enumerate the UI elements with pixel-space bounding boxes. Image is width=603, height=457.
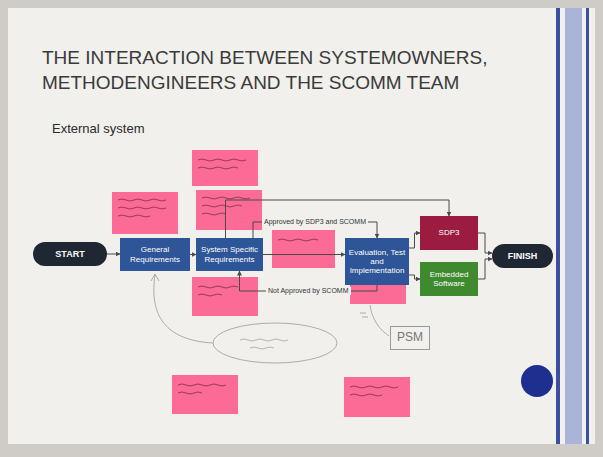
side-stripe (556, 8, 560, 444)
process-box: Embedded Software (420, 262, 478, 296)
hand-drawn-loop (151, 274, 389, 363)
edge-label: Not Approved by SCOMM (266, 287, 351, 295)
slide-title: THE INTERACTION BETWEEN SYSTEMOWNERS, ME… (42, 46, 542, 95)
poster-sheet (8, 8, 595, 444)
flow-connector (478, 233, 492, 253)
sketch-box: PSM (390, 326, 430, 350)
sticky-notes (112, 150, 410, 417)
node-text: SDP3 (439, 228, 460, 237)
node-text: System Specific Requirements (199, 245, 260, 263)
flow-connector (107, 254, 120, 255)
corner-dot (521, 365, 553, 397)
process-box: SDP3 (420, 216, 478, 250)
flow-connector (409, 275, 420, 279)
node-text: Embedded Software (423, 270, 475, 288)
terminal-pill: START (33, 242, 107, 266)
edge-label: Approved by SDP3 and SCOMM (262, 218, 368, 226)
side-stripe (565, 8, 582, 444)
node-text: PSM (397, 331, 423, 345)
node-text: Evaluation, Test and Implementation (348, 248, 406, 276)
flow-connector (263, 254, 345, 255)
process-box: System Specific Requirements (196, 238, 263, 271)
subtitle: External system (52, 121, 144, 137)
terminal-pill: FINISH (492, 244, 553, 268)
node-text: FINISH (508, 251, 538, 261)
flow-connector (409, 233, 420, 248)
side-stripe (586, 8, 589, 444)
hand-note-scribble (240, 339, 288, 349)
process-box: General Requirements (120, 238, 190, 271)
process-box: Evaluation, Test and Implementation (345, 238, 409, 285)
flow-connector (226, 200, 450, 238)
node-text: START (55, 249, 84, 259)
flow-connector (478, 259, 492, 279)
node-text: General Requirements (123, 245, 187, 263)
